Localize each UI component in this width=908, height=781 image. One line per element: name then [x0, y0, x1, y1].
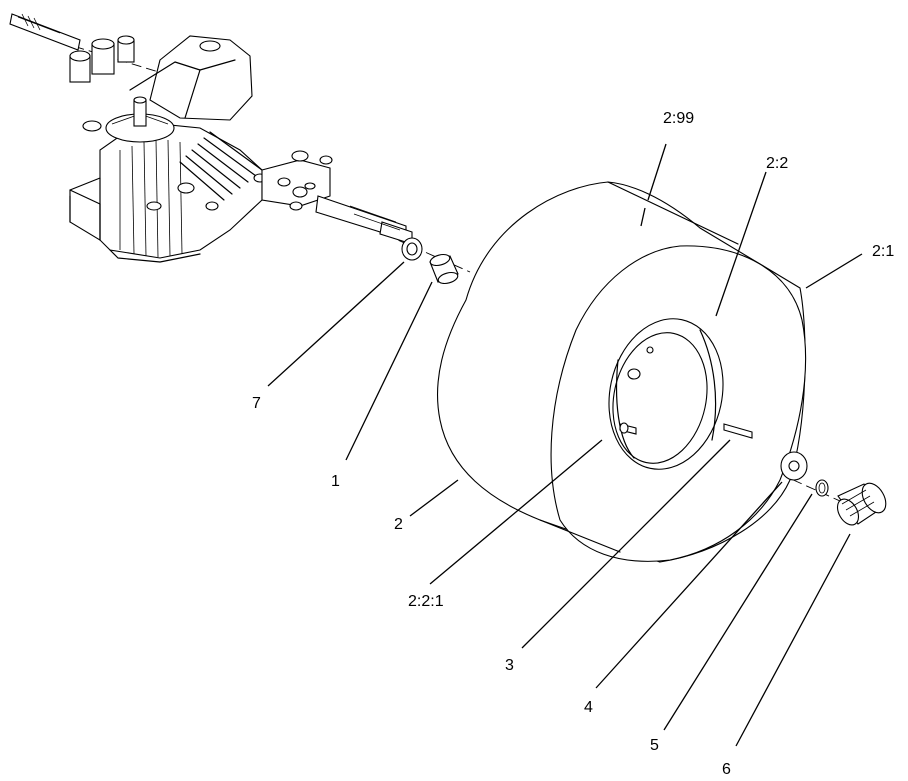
transaxle-assembly: [9, 13, 413, 263]
callout-2-2: 2:2: [766, 155, 788, 172]
callout-3: 3: [505, 657, 514, 674]
callout-1: 1: [331, 473, 340, 490]
callout-labels: 2:99 2:2 2:1 7 1 2 2:2:1 3 4 5 6: [252, 110, 894, 778]
tire-assembly: [437, 181, 807, 563]
retaining-ring-part-5: [815, 479, 829, 497]
washer-part-7: [401, 237, 423, 261]
leader-lines: [267, 143, 863, 747]
callout-2-99: 2:99: [663, 110, 694, 127]
callout-2: 2: [394, 516, 403, 533]
washer-part-4: [780, 451, 808, 481]
key-part-3: [723, 423, 753, 439]
callout-4: 4: [584, 699, 593, 716]
callout-2-2-1: 2:2:1: [408, 593, 444, 610]
callout-5: 5: [650, 737, 659, 754]
callout-2-1: 2:1: [872, 243, 894, 260]
spacer-part-1: [429, 253, 459, 285]
hub-cap-part-6: [836, 482, 887, 526]
callout-6: 6: [722, 761, 731, 778]
callout-7: 7: [252, 395, 261, 412]
